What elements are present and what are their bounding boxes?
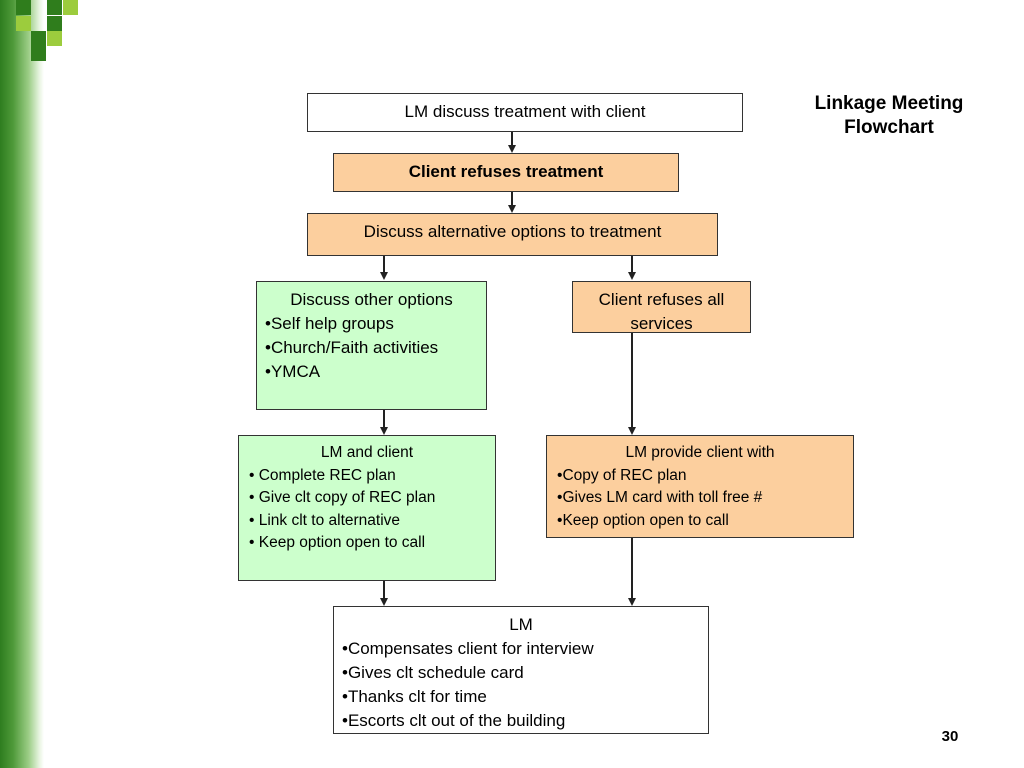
list-item: Self help groups	[265, 312, 486, 336]
discuss-other-options-box: Discuss other options Self help groups C…	[256, 281, 487, 410]
list-item: Complete REC plan	[249, 465, 495, 488]
list-item: Gives clt schedule card	[342, 661, 708, 685]
list-item: Copy of REC plan	[557, 465, 853, 488]
list-item: YMCA	[265, 360, 486, 384]
list-item: Church/Faith activities	[265, 336, 486, 360]
box-heading: Discuss other options	[290, 290, 453, 309]
list-item: Thanks clt for time	[342, 685, 708, 709]
box-heading: LM	[509, 615, 533, 634]
box-heading: LM provide client with	[625, 444, 775, 461]
final-steps-list: Compensates client for interview Gives c…	[342, 637, 708, 733]
decorative-sidebar	[0, 0, 44, 768]
list-item: Escorts clt out of the building	[342, 709, 708, 733]
lm-provide-client-box: LM provide client with Copy of REC plan …	[546, 435, 854, 538]
box-text: Client refuses treatment	[408, 162, 604, 181]
box-text: LM discuss treatment with client	[404, 102, 646, 121]
box-heading: LM and client	[320, 444, 414, 461]
list-item: Keep option open to call	[557, 510, 853, 533]
box-text: Client refuses all services	[598, 290, 725, 333]
lm-discuss-treatment-box: LM discuss treatment with client	[307, 93, 743, 132]
slide-title: Linkage Meeting Flowchart	[814, 93, 964, 138]
lm-and-client-box: LM and client Complete REC plan Give clt…	[238, 435, 496, 581]
list-item: Link clt to alternative	[249, 510, 495, 533]
client-refuses-treatment-box: Client refuses treatment	[333, 153, 679, 192]
list-item: Gives LM card with toll free #	[557, 487, 853, 510]
box-text: Discuss alternative options to treatment	[363, 222, 662, 241]
page-number: 30	[941, 728, 959, 745]
tasks-list: Complete REC plan Give clt copy of REC p…	[249, 465, 495, 555]
list-item: Give clt copy of REC plan	[249, 487, 495, 510]
discuss-alternative-options-box: Discuss alternative options to treatment	[307, 213, 718, 256]
options-list: Self help groups Church/Faith activities…	[265, 312, 486, 384]
client-refuses-all-services-box: Client refuses all services	[572, 281, 751, 333]
list-item: Keep option open to call	[249, 532, 495, 555]
provide-list: Copy of REC plan Gives LM card with toll…	[557, 465, 853, 533]
list-item: Compensates client for interview	[342, 637, 708, 661]
lm-final-steps-box: LM Compensates client for interview Give…	[333, 606, 709, 734]
